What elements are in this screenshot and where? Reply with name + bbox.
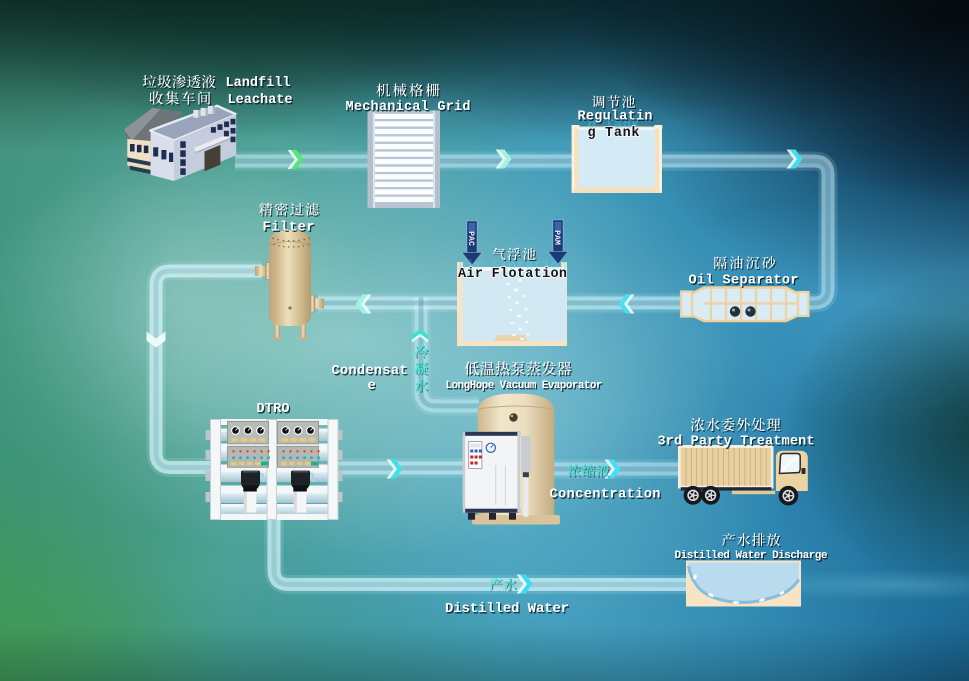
svg-text:Filter: Filter (264, 222, 316, 237)
svg-text:DTRO: DTRO (258, 404, 291, 419)
svg-text:Air Flotation: Air Flotation (458, 260, 567, 275)
svg-text:Landfill: Landfill (227, 78, 292, 93)
svg-text:Leachate: Leachate (229, 95, 294, 110)
svg-text:3rd Party Treatment: 3rd Party Treatment (659, 436, 816, 451)
svg-text:Oil Separator: Oil Separator (690, 275, 800, 290)
svg-text:LongHope Vacuum Evaporator: LongHope Vacuum Evaporator (447, 382, 604, 394)
svg-text:Leachate: Leachate (228, 93, 293, 108)
svg-text:Distilled Water Discharge: Distilled Water Discharge (675, 550, 828, 562)
svg-text:Concentration: Concentration (550, 488, 661, 503)
svg-text:Condensat: Condensat (332, 364, 408, 379)
svg-text:Distilled Water: Distilled Water (446, 603, 570, 619)
svg-text:Condensat: Condensat (333, 366, 409, 381)
svg-text:Filter: Filter (263, 221, 315, 236)
svg-text:LongHope Vacuum Evaporator: LongHope Vacuum Evaporator (446, 380, 603, 392)
svg-text:g Tank: g Tank (588, 119, 640, 134)
svg-text:DTRO: DTRO (257, 402, 290, 417)
svg-text:Distilled Water Discharge: Distilled Water Discharge (676, 552, 829, 564)
svg-text:Regulatin: Regulatin (579, 111, 654, 126)
svg-text:3rd Party Treatment: 3rd Party Treatment (658, 435, 815, 450)
svg-text:Mechanical Grid: Mechanical Grid (346, 100, 471, 115)
svg-text:Concentration: Concentration (551, 489, 662, 504)
svg-text:Distilled Water: Distilled Water (445, 601, 569, 617)
svg-text:PAC: PAC (466, 231, 475, 246)
svg-text:Oil Separator: Oil Separator (689, 274, 799, 289)
svg-text:g Tank: g Tank (588, 126, 640, 141)
svg-text:Landfill: Landfill (226, 76, 291, 91)
svg-text:Regulatin: Regulatin (578, 110, 653, 125)
svg-text:Air Flotation: Air Flotation (458, 267, 567, 282)
svg-text:Mechanical Grid: Mechanical Grid (347, 102, 472, 117)
svg-text:e: e (367, 379, 375, 394)
svg-text:PAM: PAM (552, 230, 561, 245)
svg-text:e: e (369, 381, 377, 396)
